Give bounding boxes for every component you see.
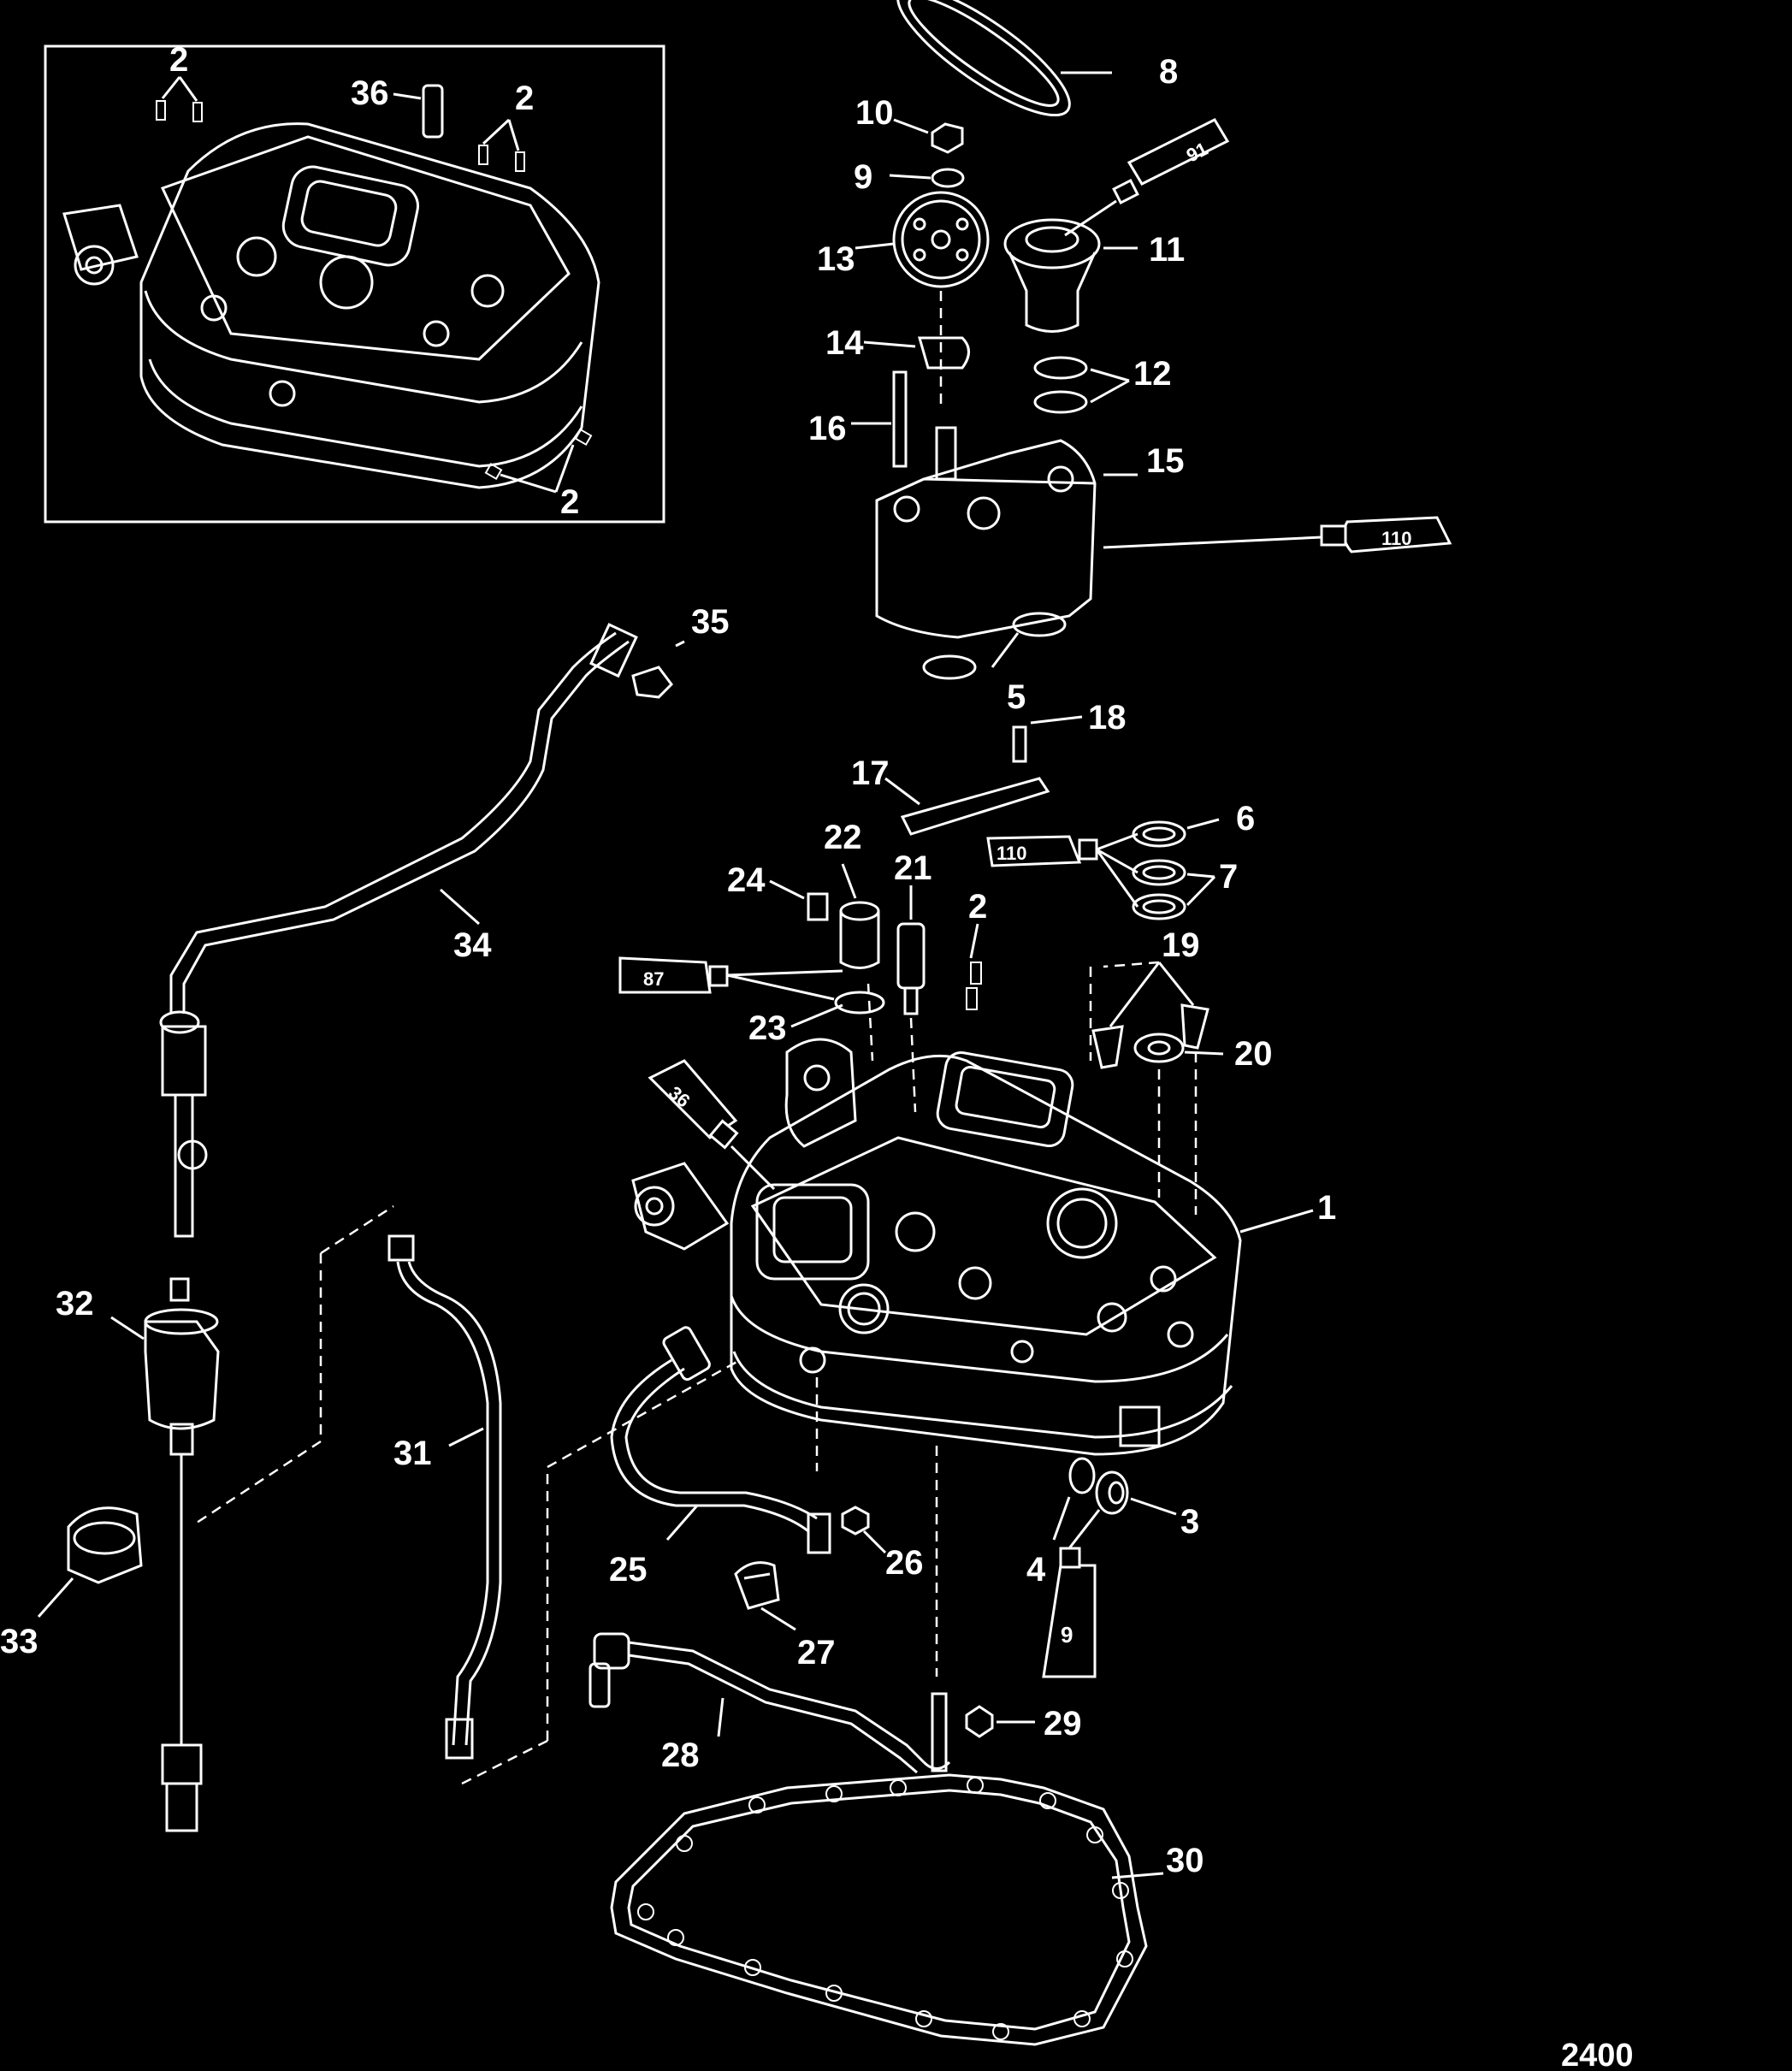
tube-110-b-label: 110 [997,843,1027,864]
sealant-tube-36: 36 [648,1059,776,1191]
sealant-tube-110-a: 110 [1103,516,1452,553]
callout-15: 15 [1146,442,1185,480]
callout-31: 31 [393,1435,432,1472]
part-28-hose [588,1632,951,1774]
part-33-clamp [37,1506,143,1618]
callout-4: 4 [1026,1551,1046,1589]
callout-labels: 1 2 2 2 2 3 4 5 6 7 8 9 10 11 12 13 14 1… [0,41,1634,2071]
leader-dash-c [196,1440,322,1524]
tube-9-label: 9 [1061,1622,1073,1648]
sealant-tube-110-b: 110 [986,832,1139,908]
leader-dash-l [866,983,874,1062]
part-9-washer [889,168,965,188]
part-35-cap [631,640,685,699]
part-29-nut [965,1705,1035,1738]
callout-24: 24 [727,861,766,899]
sealant-tube-91: 91 [1064,118,1230,237]
leader-dash-f [547,1358,741,1469]
part-22-sleeve [839,863,880,969]
tube-87-label: 87 [643,968,664,990]
part-30-gasket [610,1773,1164,2046]
callout-2-inset-a: 2 [169,41,188,79]
part-31-hose [387,1234,502,1760]
part-25-hose [610,1326,831,1554]
callout-1: 1 [1317,1189,1336,1227]
part-23-o-ring [790,991,885,1028]
part-11-gear [1003,218,1138,333]
callout-14: 14 [825,324,864,362]
part-19-fittings [1091,961,1209,1069]
part-5-o-rings [922,612,1067,680]
callout-29: 29 [1044,1705,1082,1743]
callout-16: 16 [808,410,847,447]
figure-number: 2400 [1561,2038,1634,2071]
callout-7: 7 [1219,858,1238,896]
callout-19: 19 [1162,926,1200,964]
callout-35: 35 [691,603,730,641]
leader-dash-m [909,1017,917,1113]
part-3-plug [1095,1470,1177,1516]
part-10-nut [893,118,964,154]
part-14-pin [863,336,970,370]
callout-2-inset-b: 2 [515,80,534,117]
callout-28: 28 [661,1737,700,1774]
sealant-tube-9: 9 [1042,1509,1101,1678]
part-20-seal [1133,1033,1224,1063]
callout-18: 18 [1088,699,1127,737]
callout-21: 21 [894,849,932,887]
callout-33: 33 [0,1623,38,1660]
callout-32: 32 [56,1285,94,1322]
callout-10: 10 [855,94,894,132]
part-4-o-ring [1052,1457,1096,1541]
part-32-filter [110,1010,220,1832]
callout-2-main: 2 [968,888,987,926]
part-26-nut [841,1506,887,1554]
callout-34: 34 [453,926,492,964]
callout-17: 17 [851,754,890,792]
sealant-tube-87: 87 [618,956,843,1001]
callout-30: 30 [1166,1842,1204,1879]
callout-6: 6 [1236,800,1255,837]
part-24-bolt [769,879,829,921]
leader-dash-a [320,1204,394,1255]
callout-22: 22 [824,819,862,856]
part-2-pins [966,923,982,1010]
callout-9: 9 [854,158,872,196]
callout-11: 11 [1149,231,1185,269]
callout-23: 23 [748,1009,787,1047]
part-8-belt [896,0,1112,117]
part-34-hose [169,623,638,1014]
callout-3: 3 [1180,1503,1199,1541]
part-12-o-rings [1033,356,1130,414]
callout-20: 20 [1234,1035,1273,1073]
part-16-bolt [851,370,908,468]
part-27-clip [734,1561,796,1631]
callout-2-inset-c: 2 [560,483,579,521]
callout-26: 26 [885,1544,924,1582]
inset-frame [44,44,665,524]
part-21-sensor [896,885,926,1015]
tube-110-a-label: 110 [1381,528,1412,549]
part-7-seals [1132,859,1216,920]
callout-12: 12 [1133,355,1172,393]
leader-dash-d [461,1739,548,1785]
callout-36: 36 [351,74,389,112]
callout-27: 27 [797,1634,836,1672]
part-18-bolt [1012,715,1083,763]
callout-8: 8 [1159,53,1178,91]
callout-13: 13 [817,240,855,278]
part-6-seal [1132,818,1220,848]
part-1-housing [631,1038,1314,1456]
callout-5: 5 [1007,678,1026,716]
part-17-plate [884,777,1050,836]
inset-assembly-view [44,44,665,524]
callout-25: 25 [609,1551,648,1589]
part-13-sprocket [855,191,990,411]
part-15-pump [875,426,1138,639]
